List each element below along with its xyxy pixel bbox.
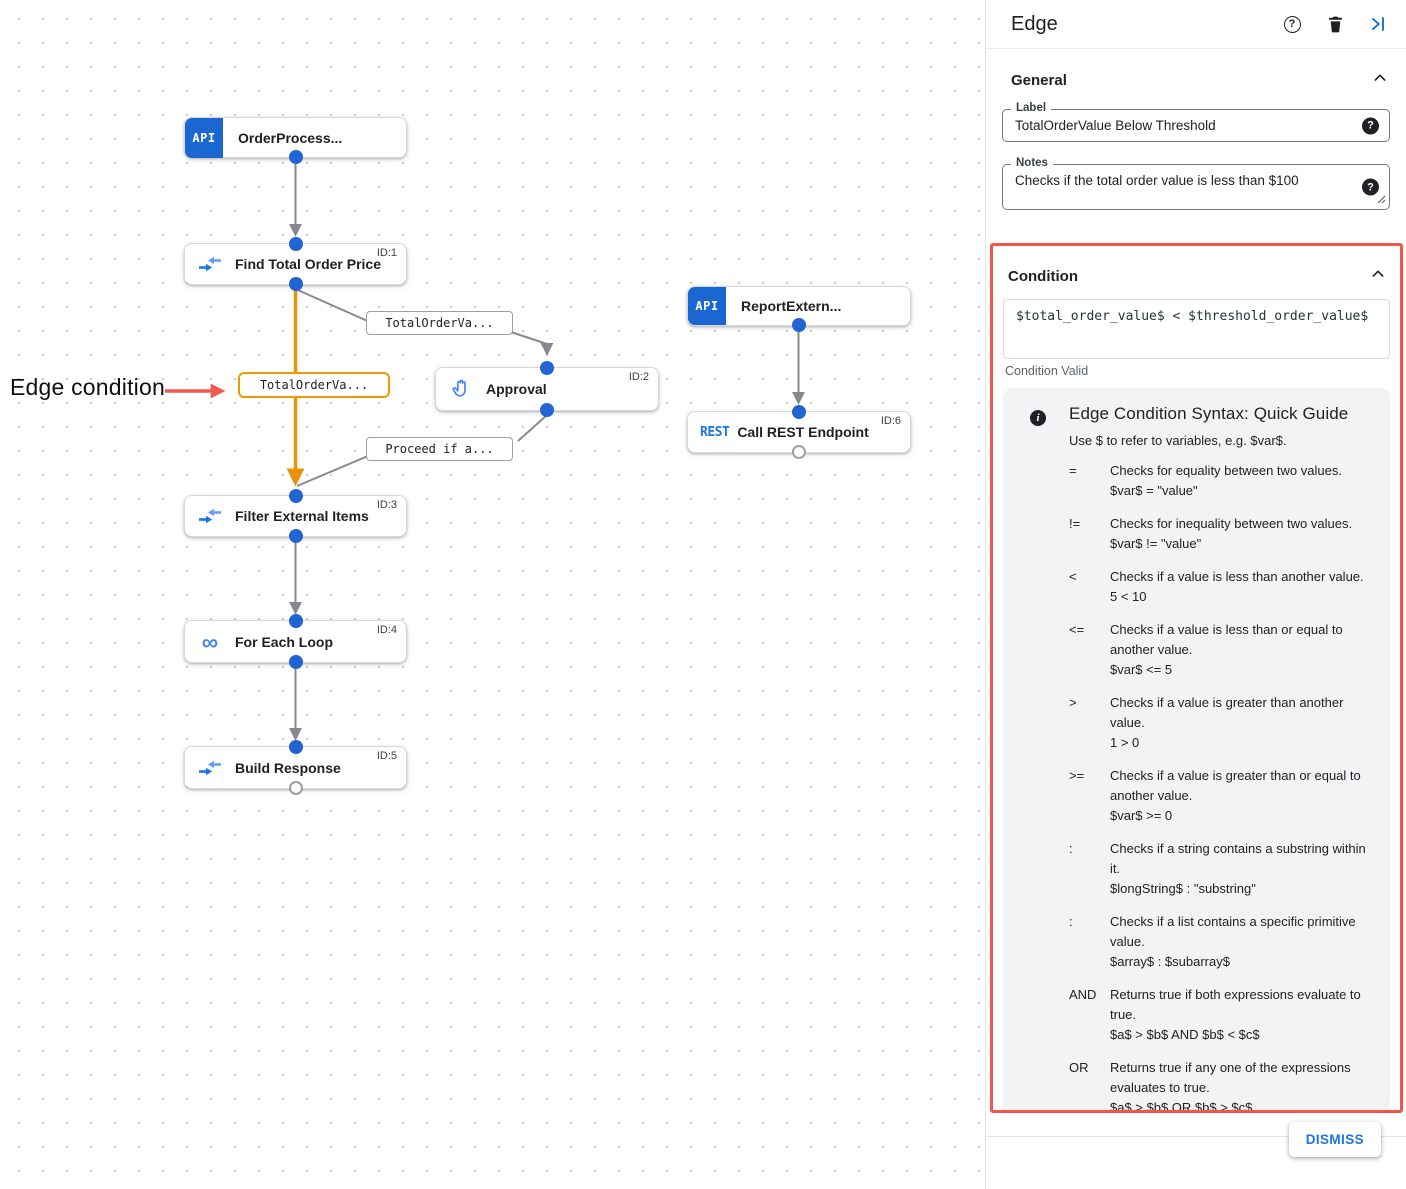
guide-row: : Checks if a list contains a specific p… bbox=[1069, 914, 1356, 969]
edge-label-proceed-if[interactable]: Proceed if a... bbox=[366, 437, 513, 461]
chevron-up-icon[interactable] bbox=[1370, 266, 1386, 287]
chevron-up-icon[interactable] bbox=[1372, 70, 1388, 91]
input-port[interactable] bbox=[288, 237, 303, 251]
node-reportextern[interactable]: API ReportExtern... bbox=[687, 286, 911, 332]
output-port[interactable] bbox=[540, 403, 554, 417]
task-id-badge: ID:6 bbox=[880, 415, 901, 427]
condition-section-highlight: Condition $total_order_value$ < $thresho… bbox=[990, 243, 1403, 1113]
general-heading: General bbox=[1011, 72, 1067, 89]
help-icon[interactable]: ? bbox=[1282, 14, 1302, 34]
task-id-badge: ID:1 bbox=[376, 247, 397, 259]
annotation-edge-condition: Edge condition bbox=[10, 374, 165, 400]
node-filter-external-items[interactable]: Filter External Items ID:3 bbox=[184, 489, 407, 543]
node-label: OrderProcess... bbox=[238, 129, 343, 146]
guide-row: <= Checks if a value is less than or equ… bbox=[1069, 622, 1343, 677]
data-mapping-icon bbox=[197, 756, 223, 780]
data-mapping-icon bbox=[197, 504, 223, 528]
input-port[interactable] bbox=[288, 489, 303, 503]
guide-title: Edge Condition Syntax: Quick Guide bbox=[1069, 404, 1349, 423]
guide-row: >= Checks if a value is greater than or … bbox=[1069, 768, 1361, 823]
guide-row: = Checks for equality between two values… bbox=[1069, 463, 1342, 498]
input-port[interactable] bbox=[288, 614, 303, 628]
collapse-panel-icon[interactable] bbox=[1368, 14, 1388, 34]
condition-status: Condition Valid bbox=[1005, 364, 1089, 378]
data-mapping-icon bbox=[197, 252, 223, 276]
node-label: Filter External Items bbox=[235, 508, 369, 524]
api-icon: API bbox=[185, 117, 223, 158]
rest-icon: REST bbox=[700, 424, 730, 440]
panel-header: Edge ? bbox=[986, 0, 1406, 49]
notes-field-value: Checks if the total order value is less … bbox=[1015, 173, 1299, 188]
task-id-badge: ID:4 bbox=[376, 624, 397, 636]
node-orderprocess[interactable]: API OrderProcess... bbox=[184, 117, 407, 164]
guide-subtitle: Use $ to refer to variables, e.g. $var$. bbox=[1069, 433, 1287, 448]
node-for-each-loop[interactable]: ∞ For Each Loop ID:4 bbox=[184, 614, 407, 669]
flow-canvas[interactable]: Edge condition API OrderProcess... Find … bbox=[0, 0, 985, 1189]
guide-row: : Checks if a string contains a substrin… bbox=[1069, 841, 1366, 896]
output-port[interactable] bbox=[288, 655, 303, 669]
node-call-rest-endpoint[interactable]: REST Call REST Endpoint ID:6 bbox=[687, 405, 911, 459]
node-label: For Each Loop bbox=[235, 633, 333, 650]
notes-help-icon[interactable]: ? bbox=[1362, 178, 1379, 196]
edges-layer bbox=[165, 164, 805, 741]
label-field-value: TotalOrderValue Below Threshold bbox=[1015, 118, 1216, 133]
node-label: Approval bbox=[486, 381, 547, 397]
loop-icon: ∞ bbox=[201, 628, 219, 655]
edge-label-totalordervalue-selected[interactable]: TotalOrderVa... bbox=[238, 372, 390, 398]
node-build-response[interactable]: Build Response ID:5 bbox=[184, 740, 407, 795]
node-label: Call REST Endpoint bbox=[737, 424, 869, 440]
output-port[interactable] bbox=[288, 529, 303, 543]
output-port[interactable] bbox=[288, 277, 303, 291]
node-label: ReportExtern... bbox=[741, 298, 842, 314]
panel-title: Edge bbox=[1011, 12, 1058, 35]
panel-footer-divider bbox=[986, 1136, 1406, 1137]
node-label: Build Response bbox=[235, 759, 341, 776]
guide-row: AND Returns true if both expressions eva… bbox=[1069, 987, 1361, 1042]
guide-row: < Checks if a value is less than another… bbox=[1069, 569, 1364, 604]
info-icon: i bbox=[1030, 410, 1046, 426]
label-field-label: Label bbox=[1011, 102, 1052, 114]
task-id-badge: ID:2 bbox=[628, 371, 649, 383]
node-find-total-order-price[interactable]: Find Total Order Price ID:1 bbox=[184, 237, 407, 291]
notes-field-label: Notes bbox=[1011, 157, 1053, 169]
condition-heading: Condition bbox=[1008, 268, 1078, 285]
delete-icon[interactable] bbox=[1325, 14, 1345, 34]
edge-config-panel: Edge ? General Label bbox=[985, 0, 1406, 1189]
guide-row: OR Returns true if any one of the expres… bbox=[1069, 1060, 1351, 1113]
input-port[interactable] bbox=[792, 405, 806, 419]
output-port-open[interactable] bbox=[792, 445, 806, 459]
resize-grip-icon[interactable] bbox=[1377, 192, 1386, 207]
output-port-open[interactable] bbox=[288, 781, 303, 795]
node-approval[interactable]: Approval ID:2 bbox=[435, 361, 659, 417]
task-id-badge: ID:5 bbox=[376, 750, 397, 762]
notes-field[interactable]: Notes Checks if the total order value is… bbox=[1002, 157, 1390, 210]
output-port[interactable] bbox=[288, 150, 303, 164]
edge-label-totalordervalue[interactable]: TotalOrderVa... bbox=[366, 311, 513, 335]
label-field[interactable]: Label TotalOrderValue Below Threshold ? bbox=[1002, 102, 1390, 142]
task-id-badge: ID:3 bbox=[376, 499, 397, 511]
general-section: General Label TotalOrderValue Below Thre… bbox=[1002, 62, 1390, 210]
guide-row: > Checks if a value is greater than anot… bbox=[1069, 695, 1344, 750]
dismiss-button[interactable]: DISMISS bbox=[1288, 1122, 1381, 1157]
api-icon: API bbox=[688, 287, 726, 325]
condition-expression-input[interactable]: $total_order_value$ < $threshold_order_v… bbox=[1003, 299, 1390, 359]
input-port[interactable] bbox=[540, 361, 554, 375]
guide-row: != Checks for inequality between two val… bbox=[1069, 516, 1353, 551]
label-help-icon[interactable]: ? bbox=[1362, 117, 1379, 134]
syntax-quick-guide: i Edge Condition Syntax: Quick Guide Use… bbox=[1003, 388, 1390, 1113]
input-port[interactable] bbox=[288, 740, 303, 754]
output-port[interactable] bbox=[792, 318, 806, 332]
hand-icon bbox=[448, 377, 474, 401]
node-label: Find Total Order Price bbox=[235, 256, 381, 272]
